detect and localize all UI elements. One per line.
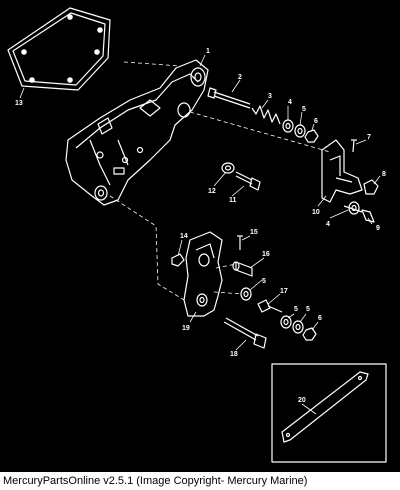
callout-label: 11	[229, 197, 237, 204]
washer-part	[240, 287, 252, 301]
callout-label: 5	[306, 306, 310, 313]
callout-label: 2	[238, 74, 242, 81]
washer-part	[221, 162, 235, 174]
callout-label: 20	[298, 397, 306, 404]
callout-label: 5	[262, 278, 266, 285]
lower-arm-part	[183, 231, 223, 317]
assembly-lines	[109, 61, 331, 301]
callout-label: 16	[262, 251, 270, 258]
pin-part	[351, 139, 357, 153]
callout-label: 4	[288, 99, 292, 106]
washer-part	[294, 124, 306, 138]
callout-label: 12	[208, 188, 216, 195]
leader-lines	[19, 54, 381, 415]
callout-label: 6	[318, 315, 322, 322]
bolt-part	[257, 299, 283, 313]
callout-label: 18	[230, 351, 238, 358]
gasket-plate-part	[7, 7, 111, 91]
callout-label: 15	[250, 229, 258, 236]
long-bolt-part	[223, 317, 267, 349]
inset-box	[271, 363, 387, 463]
washer-part	[292, 320, 304, 334]
nut-part	[363, 179, 379, 195]
callout-label: 19	[182, 325, 190, 332]
bolt-part	[235, 171, 261, 191]
bushing-part	[232, 261, 253, 277]
callout-label: 8	[382, 171, 386, 178]
copyright-footer: MercuryPartsOnline v2.5.1 (Image Copyrig…	[0, 472, 400, 490]
callout-label: 4	[326, 221, 330, 228]
callout-label: 17	[280, 288, 288, 295]
callout-label: 9	[376, 225, 380, 232]
callout-label: 3	[268, 93, 272, 100]
callout-label: 14	[180, 233, 188, 240]
callout-label: 13	[15, 100, 23, 107]
nut-part	[304, 129, 319, 143]
main-bracket-part	[65, 59, 209, 206]
callout-label: 7	[367, 134, 371, 141]
long-bolt-part	[207, 87, 251, 109]
exploded-parts-diagram: 1 2 3 4 5 6 7 8 9 10 4 11 12 13 14 15 16…	[7, 7, 387, 463]
pin-part	[237, 235, 243, 250]
nut-part	[302, 327, 317, 341]
washer-part	[280, 315, 292, 329]
callout-label: 6	[314, 118, 318, 125]
washer-part	[282, 119, 294, 133]
callout-label: 5	[302, 106, 306, 113]
spring-part	[251, 105, 281, 125]
callout-label: 10	[312, 209, 320, 216]
bolt-part	[343, 205, 375, 223]
latch-bracket-part	[321, 139, 363, 203]
callout-label: 5	[294, 306, 298, 313]
callout-label: 1	[206, 48, 210, 55]
